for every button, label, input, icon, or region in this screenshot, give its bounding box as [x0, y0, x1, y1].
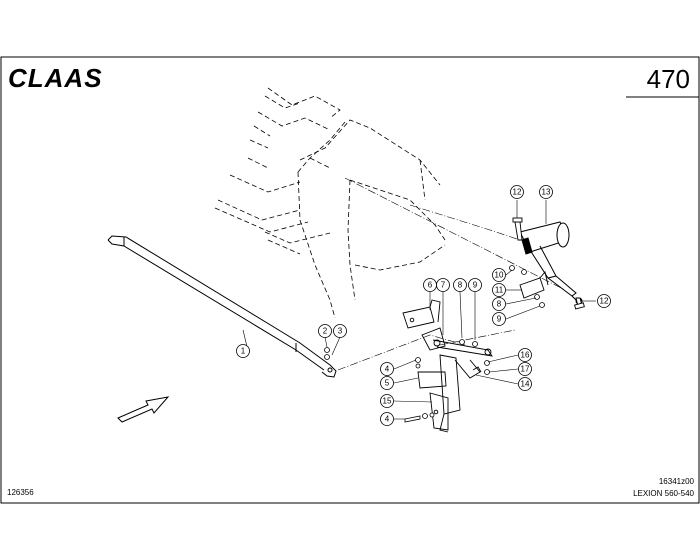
svg-text:6: 6: [428, 281, 433, 290]
svg-text:8: 8: [497, 300, 502, 309]
svg-text:10: 10: [495, 271, 504, 280]
svg-text:5: 5: [385, 379, 390, 388]
svg-text:16: 16: [521, 351, 530, 360]
brand-logo: CLAAS: [8, 63, 103, 93]
callout-7: 7: [436, 278, 450, 292]
electric-actuator: [519, 221, 583, 305]
footer-code-left: 126356: [7, 488, 34, 497]
callout-8-right: 8: [492, 297, 506, 311]
callout-1: 1: [236, 344, 250, 358]
svg-text:15: 15: [383, 397, 392, 406]
callout-9-top: 9: [468, 278, 482, 292]
callout-15: 15: [380, 394, 394, 408]
callout-3: 3: [333, 324, 347, 338]
callout-2: 2: [318, 324, 332, 338]
centre-lines: [337, 177, 566, 371]
svg-text:9: 9: [497, 315, 502, 324]
footer-model: LEXION 560-540: [633, 489, 694, 498]
callout-9-right: 9: [492, 312, 506, 326]
svg-text:2: 2: [323, 327, 328, 336]
callout-8-top: 8: [453, 278, 467, 292]
svg-text:7: 7: [441, 281, 446, 290]
callout-leaders: [242, 200, 596, 420]
callout-11: 11: [492, 283, 506, 297]
svg-text:17: 17: [521, 365, 530, 374]
svg-text:1: 1: [241, 347, 246, 356]
svg-text:11: 11: [495, 286, 504, 295]
callout-13: 13: [539, 185, 553, 199]
callout-10: 10: [492, 268, 506, 282]
callout-5: 5: [380, 376, 394, 390]
connecting-rod: [107, 235, 337, 378]
svg-text:12: 12: [600, 297, 609, 306]
page-number: 470: [647, 64, 690, 94]
callout-4-lower: 4: [380, 412, 394, 426]
svg-text:4: 4: [385, 365, 390, 374]
callout-14: 14: [518, 377, 532, 391]
footer-drawing-code: 16341z00: [659, 477, 695, 486]
machine-outline: [214, 87, 446, 319]
svg-text:4: 4: [385, 415, 390, 424]
svg-text:8: 8: [458, 281, 463, 290]
sheet-frame: [0, 56, 700, 504]
callout-17: 17: [518, 362, 532, 376]
svg-text:14: 14: [521, 380, 530, 389]
svg-text:9: 9: [473, 281, 478, 290]
svg-text:3: 3: [338, 327, 343, 336]
callout-16: 16: [518, 348, 532, 362]
callout-4-upper: 4: [380, 362, 394, 376]
svg-text:12: 12: [513, 188, 522, 197]
rod-end-eye: [327, 367, 333, 373]
screws: [512, 217, 585, 310]
callout-12-right: 12: [597, 294, 611, 308]
callout-6: 6: [423, 278, 437, 292]
callout-12-top: 12: [510, 185, 524, 199]
svg-text:13: 13: [542, 188, 551, 197]
mount-bracket: [519, 271, 549, 299]
fasteners: [324, 265, 545, 423]
direction-arrow: [117, 396, 170, 423]
